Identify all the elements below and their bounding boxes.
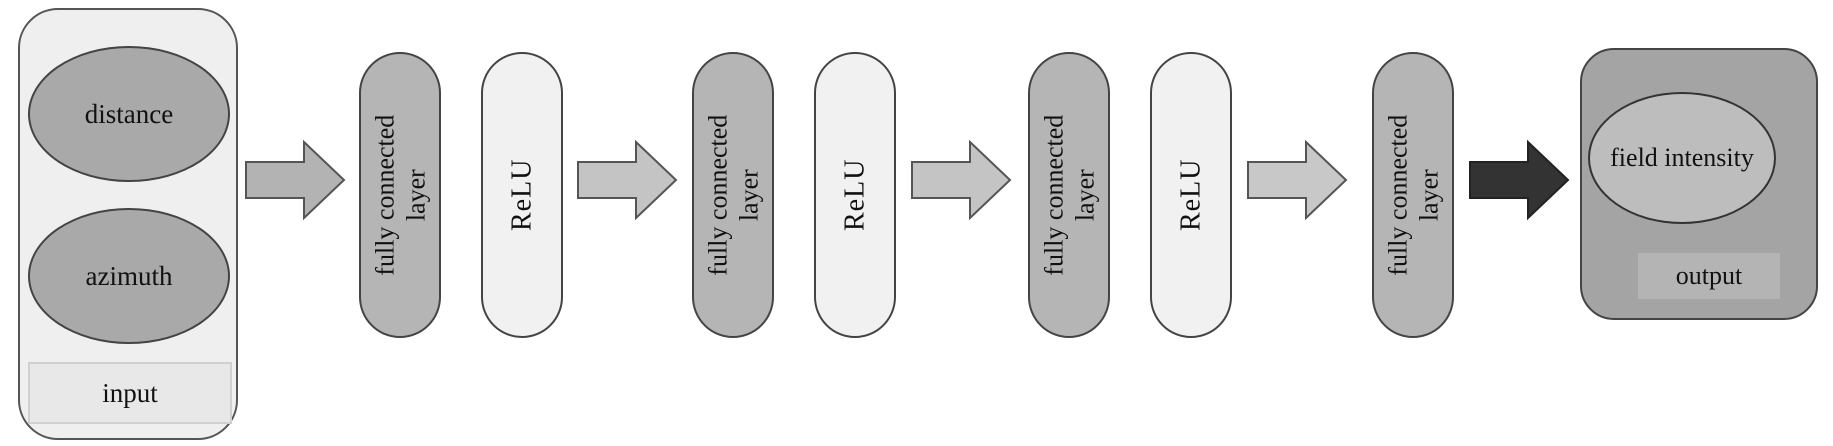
fully-connected-layer-4-label: fully connected layer [1382, 115, 1444, 276]
relu-2-label: ReLU [839, 158, 871, 232]
arrow-3 [911, 140, 1012, 220]
fully-connected-layer-2-label: fully connected layer [702, 115, 764, 276]
fc1-line-1: fully connected [369, 114, 399, 276]
fully-connected-layer-2: fully connected layer [692, 52, 774, 338]
fc3-line-1: fully connected [1038, 114, 1068, 276]
output-feature-field-intensity: field intensity [1588, 92, 1776, 224]
input-feature-azimuth: azimuth [28, 208, 230, 344]
arrow-2 [577, 140, 678, 220]
fully-connected-layer-1-label: fully connected layer [369, 115, 431, 276]
arrow-4 [1247, 140, 1348, 220]
fully-connected-layer-3-label: fully connected layer [1038, 115, 1100, 276]
relu-3: ReLU [1150, 52, 1232, 338]
input-feature-azimuth-label: azimuth [85, 260, 173, 291]
relu-1-label: ReLU [506, 158, 538, 232]
output-label: output [1638, 253, 1780, 299]
input-label-text: input [102, 377, 158, 408]
relu-2: ReLU [814, 52, 896, 338]
arrow-final [1469, 140, 1570, 220]
arrow-1 [245, 140, 346, 220]
input-label: input [28, 362, 232, 424]
fully-connected-layer-4: fully connected layer [1372, 52, 1454, 338]
fc3-line-2: layer [1070, 169, 1099, 221]
relu-3-label: ReLU [1175, 158, 1207, 232]
output-feature-label: field intensity [1610, 143, 1754, 172]
fc1-line-2: layer [401, 169, 430, 221]
fc4-line-2: layer [1414, 169, 1443, 221]
fully-connected-layer-3: fully connected layer [1028, 52, 1110, 338]
fc2-line-1: fully connected [702, 114, 732, 276]
fc4-line-1: fully connected [1382, 114, 1412, 276]
input-feature-distance-label: distance [84, 98, 174, 129]
fc2-line-2: layer [734, 169, 763, 221]
input-feature-distance: distance [28, 46, 230, 182]
relu-1: ReLU [481, 52, 563, 338]
fully-connected-layer-1: fully connected layer [359, 52, 441, 338]
output-label-text: output [1675, 261, 1743, 290]
